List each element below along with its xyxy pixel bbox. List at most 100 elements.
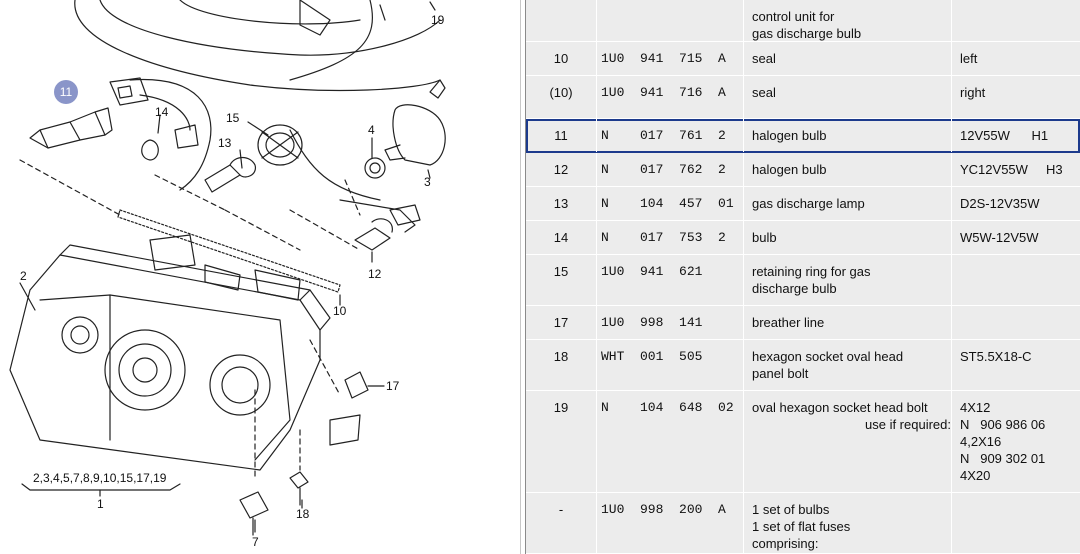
part-description: seal — [743, 42, 951, 75]
description-line: halogen bulb — [752, 128, 827, 143]
remark-line: ST5.5X18-C — [960, 349, 1032, 364]
table-row[interactable]: 12 N 017 762 2 halogen bulb YC12V55W H3 — [526, 153, 1080, 187]
part-remark: 4X12 N 906 986 06 4,2X16 N 909 302 01 4X20 — [951, 391, 1080, 492]
part-description: seal — [743, 76, 951, 118]
part-remark — [951, 306, 1080, 339]
description-line: panel bolt — [752, 366, 809, 381]
part-number: 1U0 941 715 A — [596, 42, 743, 75]
description-line: oval hexagon socket head bolt — [752, 400, 928, 415]
description-line: discharge bulb — [752, 281, 837, 296]
callout-4[interactable]: 4 — [368, 123, 375, 137]
part-description: bulb — [743, 221, 951, 254]
description-line: breather line — [752, 315, 825, 330]
part-description: retaining ring for gas discharge bulb — [743, 255, 951, 305]
item-number: 10 — [553, 51, 569, 66]
part-number: 1U0 941 716 A — [596, 76, 743, 118]
callout-7[interactable]: 7 — [252, 535, 259, 549]
part-remark: left — [951, 42, 1080, 75]
item-number: 15 — [553, 264, 569, 279]
description-line: halogen bulb — [752, 162, 827, 177]
description-line: seal — [752, 85, 776, 100]
description-line: gas discharge lamp — [752, 196, 865, 211]
remark-line: N 909 302 01 — [960, 451, 1046, 466]
item-number: 18 — [553, 349, 569, 364]
description-line: gas discharge bulb — [752, 26, 862, 41]
pane-splitter[interactable] — [520, 0, 526, 554]
part-number — [596, 0, 743, 41]
callout-19[interactable]: 19 — [431, 13, 445, 27]
selected-item-marker[interactable]: 11 — [54, 80, 78, 104]
table-row[interactable]: 13 N 104 457 01 gas discharge lamp D2S-12V3… — [526, 187, 1080, 221]
item-number: - — [558, 502, 564, 517]
description-line: seal — [752, 51, 776, 66]
remark-line: W5W-12V5W — [960, 230, 1039, 245]
description-line: hexagon socket oval head — [752, 349, 904, 364]
headlight-assembly-drawing — [9, 0, 446, 536]
callout-13[interactable]: 13 — [218, 136, 232, 150]
part-remark: YC12V55W H3 — [951, 153, 1080, 186]
description-line: 1 set of bulbs — [752, 502, 830, 517]
part-remark: 12V55W H1 — [951, 119, 1080, 152]
table-row[interactable]: 14 N 017 753 2 bulb W5W-12V5W — [526, 221, 1080, 255]
part-remark: right — [951, 76, 1080, 118]
remark-line: 4,2X16 — [960, 434, 1002, 449]
part-number: N 017 762 2 — [596, 153, 743, 186]
part-description: control unit for gas discharge bulb — [743, 0, 951, 41]
part-description: gas discharge lamp — [743, 187, 951, 220]
group-label: 2,3,4,5,7,8,9,10,15,17,19 — [33, 471, 167, 485]
description-line: control unit for — [752, 9, 835, 24]
item-number — [526, 0, 596, 41]
part-number: 1U0 998 200 A — [596, 493, 743, 553]
exploded-parts-diagram: 11 19 14 15 13 4 3 2 12 10 17 18 7 1 2,3… — [0, 0, 520, 554]
table-row[interactable]: (10) 1U0 941 716 A seal right — [526, 76, 1080, 119]
part-number: N 104 457 01 — [596, 187, 743, 220]
description-line: retaining ring for gas — [752, 264, 871, 279]
part-remark — [951, 255, 1080, 305]
remark-line: YC12V55W H3 — [960, 162, 1063, 177]
callout-12[interactable]: 12 — [368, 267, 382, 281]
part-description: hexagon socket oval head panel bolt — [743, 340, 951, 390]
part-number: N 104 648 02 — [596, 391, 743, 492]
item-number: 13 — [553, 196, 569, 211]
item-number: (10) — [549, 85, 573, 100]
remark-line: left — [960, 51, 978, 66]
callout-18[interactable]: 18 — [296, 507, 310, 521]
description-line: bulb — [752, 230, 777, 245]
callout-10[interactable]: 10 — [333, 304, 347, 318]
callout-15[interactable]: 15 — [226, 111, 240, 125]
table-row[interactable]: control unit for gas discharge bulb — [526, 0, 1080, 42]
callout-1[interactable]: 1 — [97, 497, 104, 511]
part-description: oval hexagon socket head bolt use if requ… — [743, 391, 951, 492]
callout-3[interactable]: 3 — [424, 175, 431, 189]
remark-line: right — [960, 85, 986, 100]
item-number: 14 — [553, 230, 569, 245]
item-number: 12 — [553, 162, 569, 177]
description-line: use if required: — [865, 417, 951, 432]
part-remark: W5W-12V5W — [951, 221, 1080, 254]
callout-17[interactable]: 17 — [386, 379, 400, 393]
callout-14[interactable]: 14 — [155, 105, 169, 119]
part-number: WHT 001 505 — [596, 340, 743, 390]
remark-line: 4X12 — [960, 400, 991, 415]
part-description: breather line — [743, 306, 951, 339]
remark-line: N 906 986 06 — [960, 417, 1046, 432]
parts-table: control unit for gas discharge bulb 10 1U0 … — [526, 0, 1080, 554]
part-remark: ST5.5X18-C — [951, 340, 1080, 390]
item-number: 11 — [554, 128, 568, 143]
part-number: N 017 761 2 — [596, 119, 743, 152]
remark-line: 12V55W H1 — [960, 128, 1049, 143]
remark-line: 4X20 — [960, 468, 991, 483]
table-row[interactable]: 10 1U0 941 715 A seal left — [526, 42, 1080, 76]
part-description: halogen bulb — [743, 119, 951, 152]
part-remark: D2S-12V35W — [951, 187, 1080, 220]
callout-2[interactable]: 2 — [20, 269, 27, 283]
table-row[interactable]: 11 N 017 761 2 halogen bulb 12V55W H1 — [526, 119, 1080, 153]
part-number: N 017 753 2 — [596, 221, 743, 254]
table-row[interactable]: 18 WHT 001 505 hexagon socket oval head pan… — [526, 340, 1080, 391]
description-line: comprising: — [752, 536, 819, 551]
